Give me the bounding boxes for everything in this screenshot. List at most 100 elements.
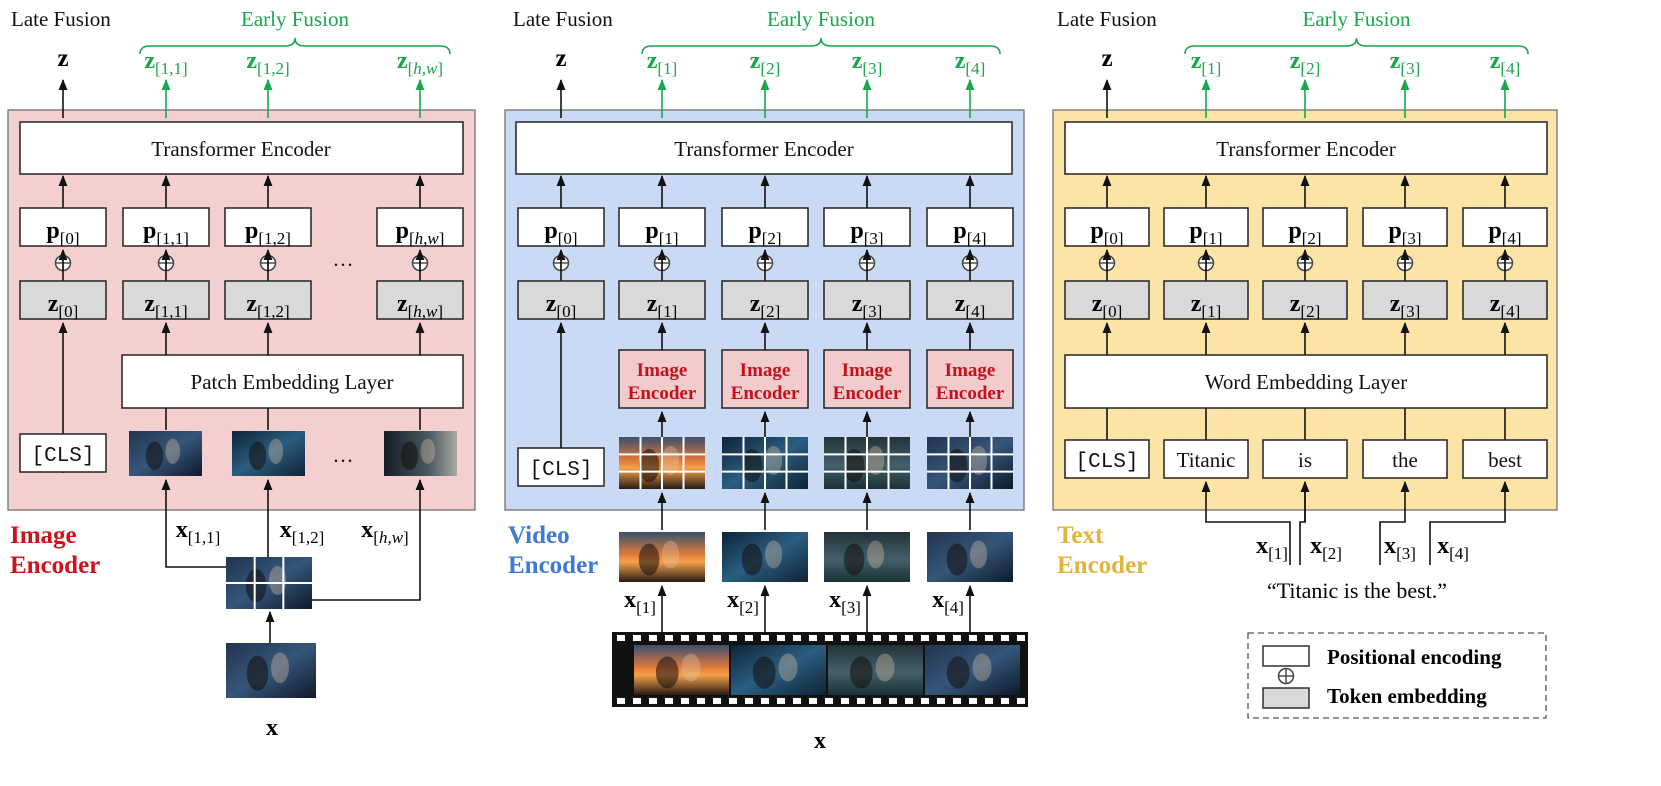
early-output-z-subscript: [3] [862,59,882,78]
token-embedding-box [1462,280,1548,320]
word-token-label: the [1392,448,1418,472]
token-embedding-box [376,280,464,320]
thumb-fill [619,532,705,582]
transformer-encoder-box [19,121,464,175]
thumb-fill [722,532,808,582]
film-hole [777,698,785,704]
film-hole [937,635,945,641]
film-hole [857,698,865,704]
early-output-z: z[1] [647,48,677,78]
film-hole [873,635,881,641]
z-label: z[1] [647,291,677,321]
x-frame-label: x[2] [727,587,759,617]
positional-encoding-box [1163,207,1249,247]
early-output-z-subscript-italic: h,w [413,59,438,78]
x-token-label-subscript: [3] [1396,544,1416,563]
z-label-subscript: [1,2] [257,302,290,321]
p-label: p[4] [1488,218,1521,248]
p-label-subscript: [1] [1203,229,1223,248]
thumb-fill [232,431,305,476]
p-label-subscript: [3] [1402,229,1422,248]
thumb-fill [129,431,202,476]
token-embedding-box [823,280,911,320]
z-label: z[2] [750,291,780,321]
film-hole [985,698,993,704]
thumb-figure [741,448,763,483]
early-output-z-subscript: [h,w] [408,59,443,78]
z-label-subscript: [1] [657,302,677,321]
thumb-figure [400,441,419,471]
token-embedding-box [517,280,605,320]
word-token-box [1262,439,1348,479]
film-hole [681,635,689,641]
positional-encoding-box [376,207,464,247]
z-label-symbol: z [1490,291,1501,317]
text-encoder-title-1: Text [1057,522,1104,549]
token-embedding-box [1262,280,1348,320]
z-label-subscript: [0] [556,302,576,321]
thumb-figure [765,540,783,569]
positional-encoding-box [823,207,911,247]
x-patch-label-subscript-italic: h,w [379,528,404,547]
film-hole [633,635,641,641]
thumb-figure [638,543,660,576]
x-frame-label-subscript: [1] [636,598,656,617]
early-output-z-subscript: [1,1] [155,59,188,78]
p-label-subscript: [h,w] [409,229,444,248]
film-hole [681,698,689,704]
token-embedding-box [618,280,706,320]
x-token-label-symbol: x [1437,533,1449,559]
p-label-symbol: p [748,218,761,244]
token-embedding-box [224,280,312,320]
thumb-figure [970,540,988,569]
p-label-symbol: p [1488,218,1501,244]
early-output-z-symbol: z [1191,48,1202,74]
early-output-z: z[1] [1191,48,1221,78]
image-encoder-title-2: Encoder [10,552,100,579]
p-label-symbol: p [396,218,409,244]
film-hole [697,698,705,704]
cls-token-box [517,447,605,487]
x-frame-label-symbol: x [624,587,636,613]
film-hole [745,635,753,641]
x-patch-label-symbol: x [361,517,373,543]
x-token-label: x[2] [1310,533,1342,563]
early-output-z: z[2] [1290,48,1320,78]
x-patch-label-symbol: x [176,517,188,543]
z-label-subscript: [2] [1300,302,1320,321]
film-hole [1017,635,1025,641]
positional-encoding-box [1262,207,1348,247]
video-encoder-title-1: Video [508,522,570,549]
p-label-subscript: [1,1] [156,229,189,248]
ellipsis-label: … [333,247,354,271]
early-output-z: z[1,2] [246,48,289,78]
thumb-fill [927,532,1013,582]
p-label-symbol: p [1090,218,1103,244]
film-hole [617,635,625,641]
p-label-subscript-close: ] [439,229,445,248]
film-hole [697,635,705,641]
early-output-z: z[3] [1390,48,1420,78]
x-frame-label-subscript: [4] [944,598,964,617]
p-label-subscript: [4] [967,229,987,248]
patched-image-thumbnail [226,557,312,609]
z-label: z[4] [1490,291,1520,321]
film-hole [905,698,913,704]
transformer-encoder-label: Transformer Encoder [1216,137,1395,161]
frame-patches-thumbnail [927,437,1013,489]
image-encoder-title-1: Image [10,522,77,549]
thumb-figure [946,543,968,576]
film-hole [937,698,945,704]
z-label-symbol: z [647,291,658,317]
thumb-figure [970,445,988,475]
film-frame [828,645,923,695]
late-fusion-label: Late Fusion [1057,7,1157,31]
thumb-figure [655,656,679,689]
thumb-figure [420,438,436,464]
p-label: p[1] [1189,218,1222,248]
film-hole [729,635,737,641]
positional-encoding-box [19,207,107,247]
cls-token-label: [CLS] [1075,451,1138,474]
early-fusion-brace [641,37,1001,55]
z-label-subscript: [1,1] [155,302,188,321]
